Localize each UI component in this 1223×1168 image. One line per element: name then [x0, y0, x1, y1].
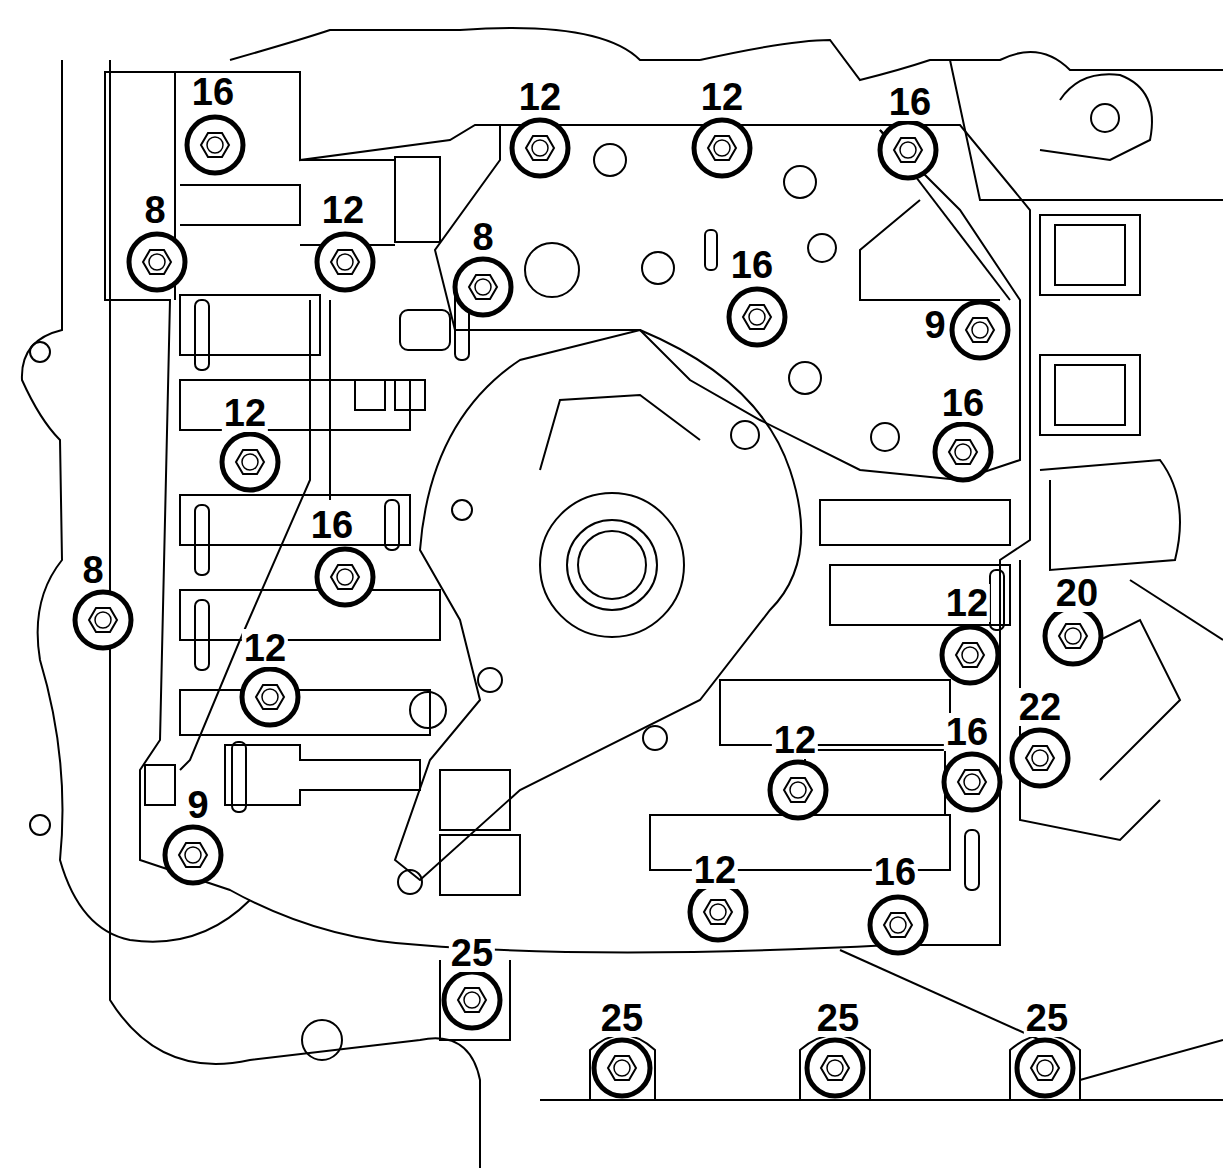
callout-number: 12 [699, 78, 745, 116]
callout-number: 25 [599, 999, 645, 1037]
callout-number: 12 [517, 78, 563, 116]
callout-number: 12 [320, 191, 366, 229]
callout-number: 8 [80, 551, 105, 589]
callout-number: 25 [1024, 999, 1070, 1037]
housing-lines [22, 28, 1223, 1168]
callout-number: 20 [1054, 574, 1100, 612]
callout-number: 12 [772, 721, 818, 759]
bolts [75, 117, 1101, 1096]
callout-number: 16 [944, 713, 990, 751]
callout-number: 16 [940, 384, 986, 422]
callout-number: 22 [1017, 688, 1063, 726]
callout-number: 16 [309, 506, 355, 544]
callout-number: 16 [872, 853, 918, 891]
callout-number: 9 [185, 786, 210, 824]
callout-number: 16 [190, 73, 236, 111]
callout-number: 12 [222, 394, 268, 432]
spool-bores [180, 290, 1010, 895]
callout-number: 8 [470, 218, 495, 256]
callout-number: 12 [692, 851, 738, 889]
callout-number: 12 [944, 584, 990, 622]
callout-number: 16 [887, 83, 933, 121]
callout-number: 25 [449, 934, 495, 972]
callout-number: 16 [729, 246, 775, 284]
callout-number: 8 [142, 191, 167, 229]
callout-number: 12 [242, 629, 288, 667]
callout-number: 25 [815, 999, 861, 1037]
callout-number: 9 [922, 306, 947, 344]
